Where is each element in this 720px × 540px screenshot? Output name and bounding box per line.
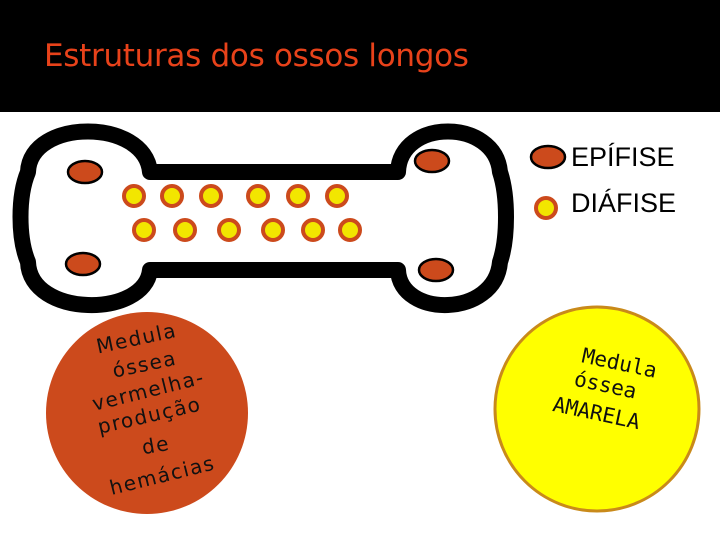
red-marrow-line: de [140,431,172,459]
diaphysis-dot [160,184,184,208]
red-marrow-circle [46,312,248,514]
diaphysis-dot [261,218,285,242]
bone-outline [12,123,514,314]
slide-title: Estruturas dos ossos longos [44,38,469,74]
diaphysis-dot [246,184,270,208]
legend-diaphysis-marker [534,196,558,220]
diaphysis-dot [286,184,310,208]
diaphysis-dot [173,218,197,242]
diaphysis-dot [217,218,241,242]
epiphysis-dot [413,148,451,174]
diaphysis-dot [199,184,223,208]
epiphysis-dot [417,257,455,283]
diaphysis-dot [325,184,349,208]
diaphysis-dot [338,218,362,242]
epiphysis-dot [66,159,104,185]
yellow-marrow-circle [493,305,701,513]
title-bar: Estruturas dos ossos longos [0,0,720,112]
legend-diaphysis-label: DIÁFISE [571,188,677,218]
diaphysis-dot [132,218,156,242]
outline-gap [93,207,103,217]
diaphysis-dot [301,218,325,242]
epiphysis-dots [64,148,455,283]
diaphysis-dots [122,184,362,242]
legend-epiphysis-marker [529,144,567,170]
epiphysis-dot [64,251,102,277]
diaphysis-dot [122,184,146,208]
legend-epiphysis-label: EPÍFISE [571,142,675,172]
